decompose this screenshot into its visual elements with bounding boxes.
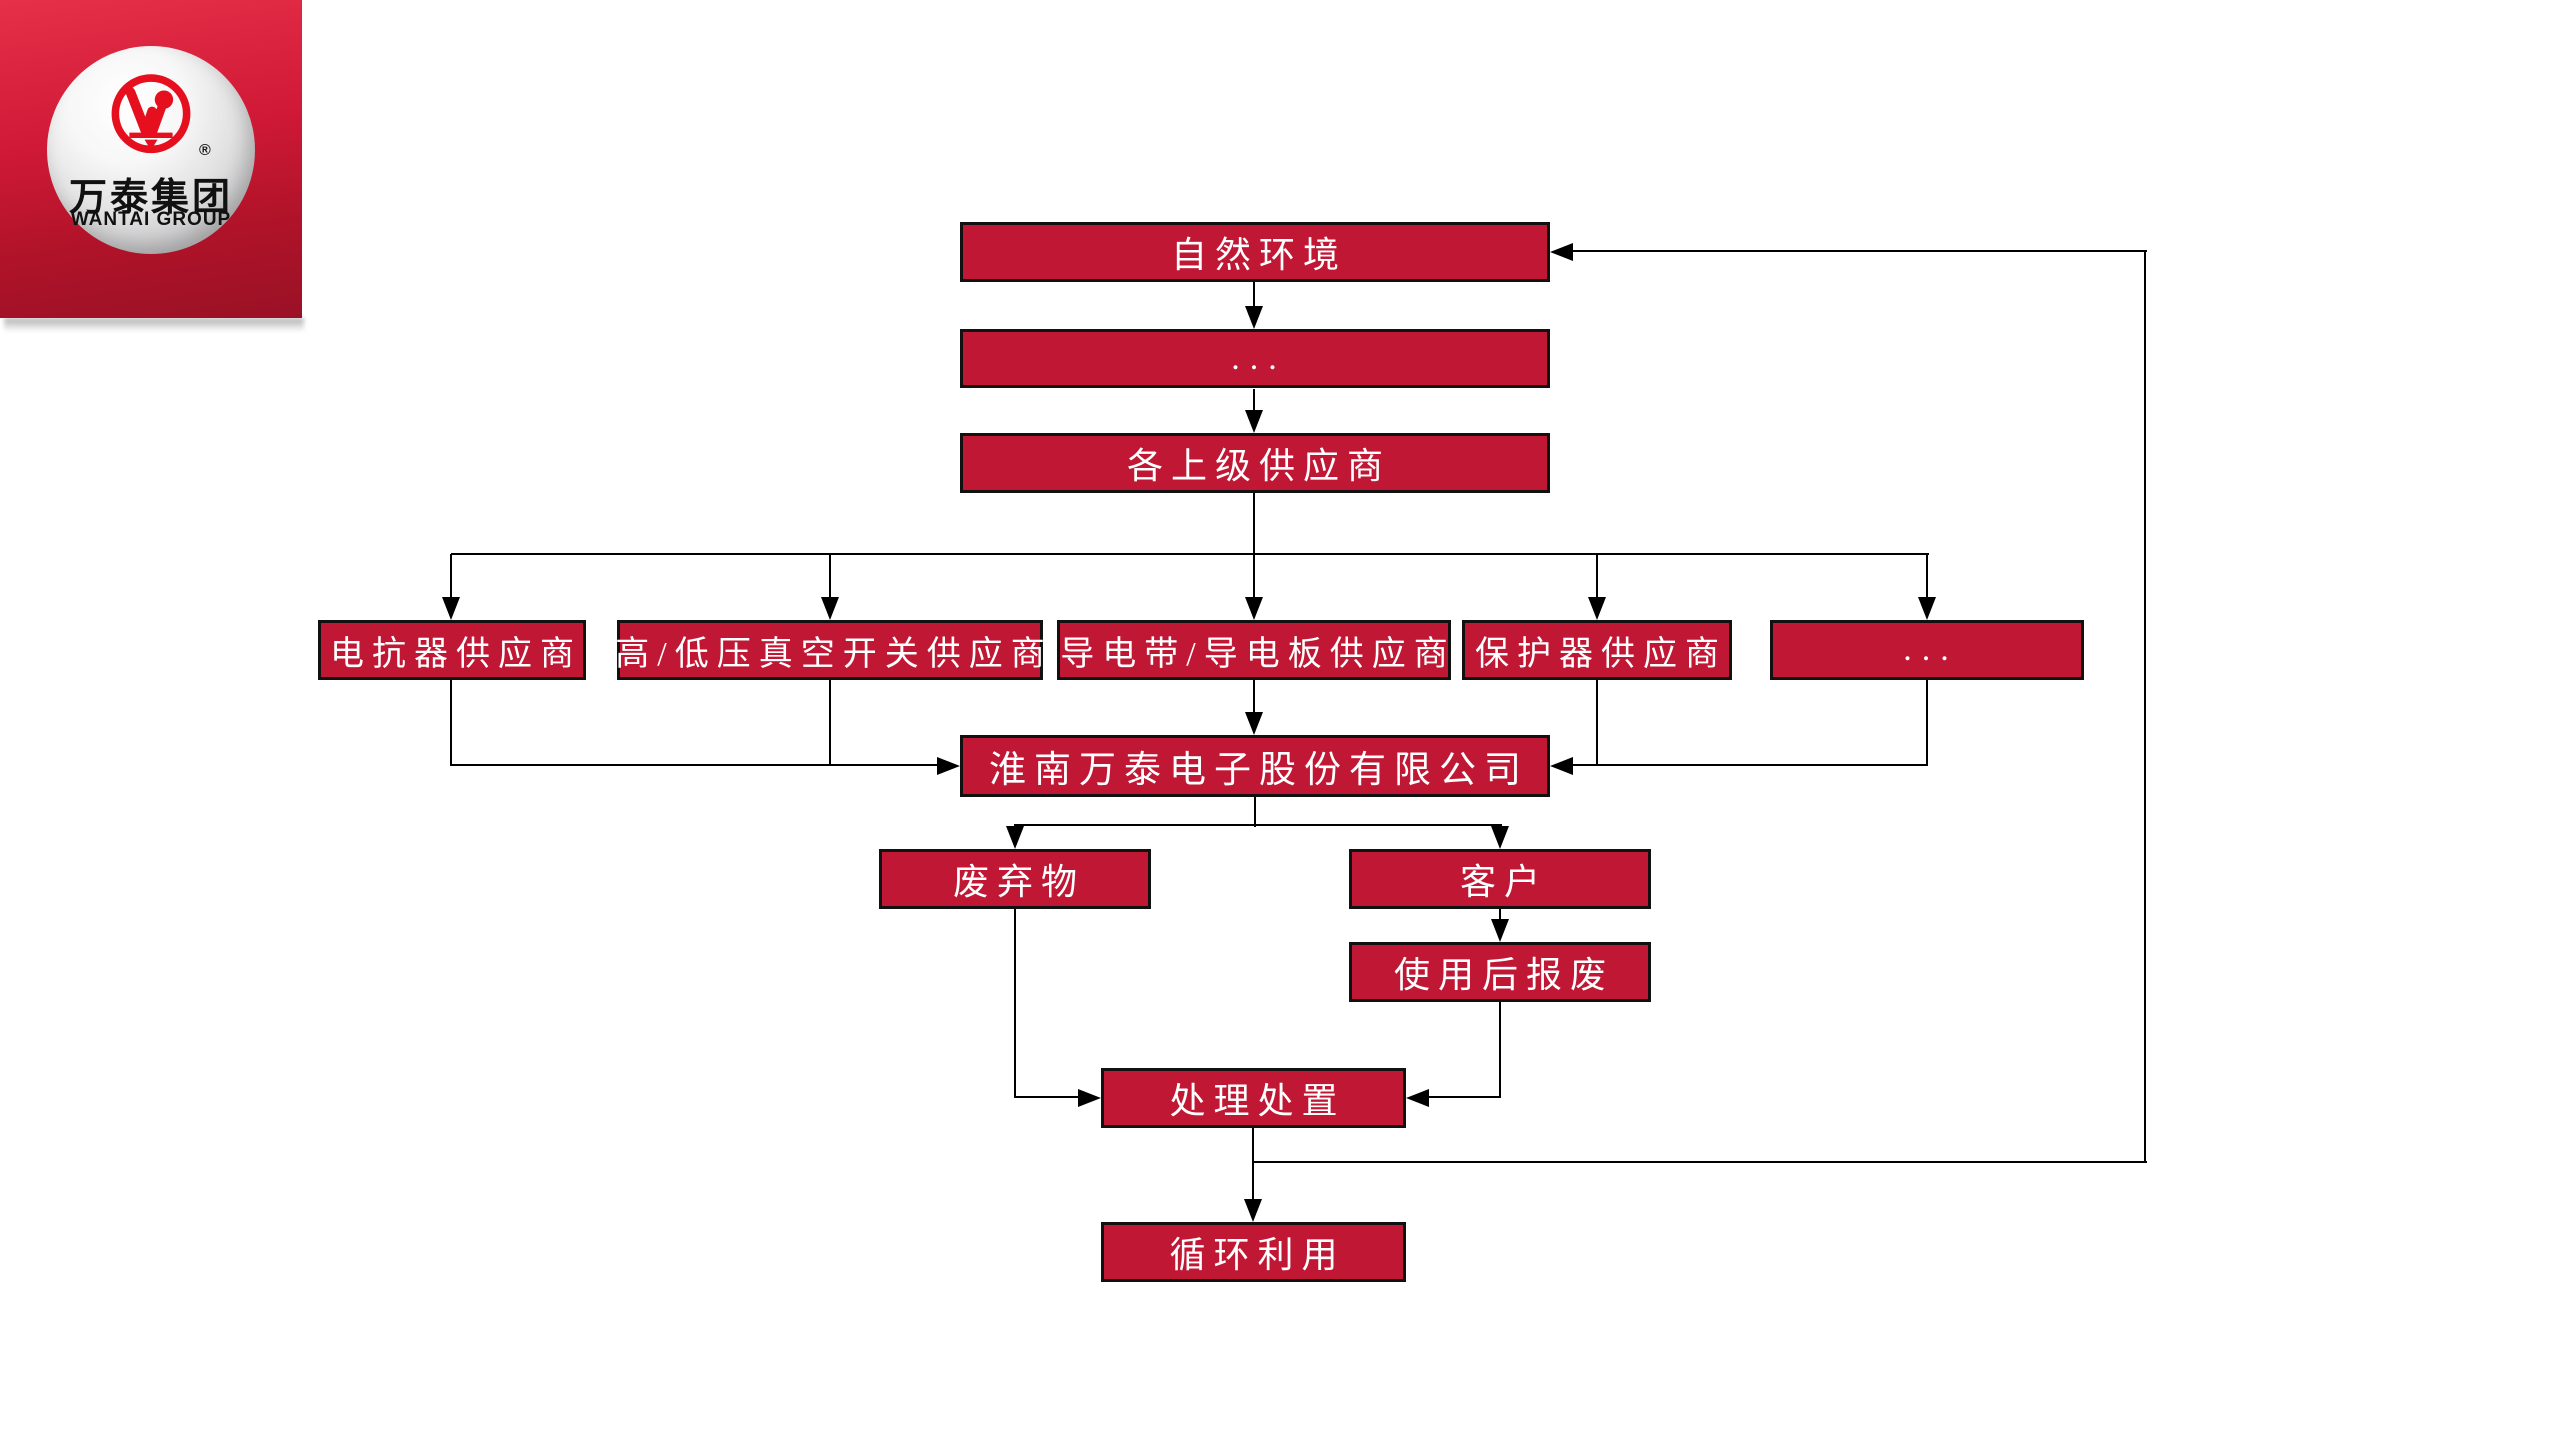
node-label: 电抗器供应商 xyxy=(330,635,582,673)
connector-line xyxy=(829,554,831,602)
connector-line xyxy=(451,764,940,766)
registered-mark: ® xyxy=(199,142,211,159)
node-label: 处理处置 xyxy=(1169,1081,1346,1121)
connector-line xyxy=(1015,1096,1081,1098)
arrowhead-down-icon xyxy=(1588,597,1606,620)
node-label: 使用后报废 xyxy=(1393,955,1614,995)
node-label: 废弃物 xyxy=(952,862,1085,902)
connector-line xyxy=(1253,554,1255,602)
connector-line xyxy=(829,680,831,766)
wantai-w-icon xyxy=(111,74,191,154)
arrowhead-left-icon xyxy=(1550,243,1573,261)
connector-line xyxy=(1570,250,2147,252)
node-waste: 废弃物 xyxy=(879,849,1151,909)
node-label: 各上级供应商 xyxy=(1126,446,1391,486)
arrowhead-down-icon xyxy=(1006,826,1024,849)
arrowhead-down-icon xyxy=(1244,1199,1262,1222)
node-recycling: 循环利用 xyxy=(1101,1222,1406,1282)
connector-line xyxy=(1253,389,1255,413)
arrowhead-left-icon xyxy=(1550,757,1573,775)
connector-line xyxy=(1253,680,1255,715)
node-reactor-supplier: 电抗器供应商 xyxy=(318,620,586,680)
connector-line xyxy=(1252,1128,1254,1202)
arrowhead-left-icon xyxy=(1406,1089,1429,1107)
node-label: 保护器供应商 xyxy=(1475,635,1727,673)
connector-line xyxy=(1253,282,1255,312)
arrowhead-down-icon xyxy=(821,597,839,620)
node-label: ... xyxy=(1231,339,1287,377)
arrowhead-down-icon xyxy=(1245,597,1263,620)
node-label: 客户 xyxy=(1459,862,1548,902)
connector-line xyxy=(1499,909,1501,922)
arrowhead-down-icon xyxy=(1245,410,1263,433)
logo-sphere: ® 万泰集团 WANTAI GROUP xyxy=(47,46,255,254)
connector-line xyxy=(1254,797,1256,827)
node-vacuum-switch-supplier: 高/低压真空开关供应商 xyxy=(615,620,1045,680)
arrowhead-down-icon xyxy=(1245,306,1263,329)
arrowhead-right-icon xyxy=(1078,1089,1101,1107)
connector-line xyxy=(1596,680,1598,766)
connector-line xyxy=(1014,909,1016,1098)
node-upper-tier-ellipsis: ... xyxy=(960,329,1550,388)
connector-line xyxy=(450,680,452,766)
node-customer: 客户 xyxy=(1349,849,1651,909)
connector-line xyxy=(1570,764,1928,766)
arrowhead-down-icon xyxy=(1918,597,1936,620)
connector-line xyxy=(1427,1096,1501,1098)
node-label: 淮南万泰电子股份有限公司 xyxy=(989,750,1529,791)
node-upper-suppliers: 各上级供应商 xyxy=(960,433,1550,493)
node-protector-supplier: 保护器供应商 xyxy=(1462,620,1732,680)
node-label: 导电带/导电板供应商 xyxy=(1060,635,1456,673)
arrowhead-down-icon xyxy=(1491,826,1509,849)
node-conductive-supplier: 导电带/导电板供应商 xyxy=(1057,620,1451,680)
connector-line xyxy=(1014,824,1502,826)
node-label: 高/低压真空开关供应商 xyxy=(615,635,1053,673)
connector-line xyxy=(1926,554,1928,602)
wantai-logo: ® 万泰集团 WANTAI GROUP xyxy=(0,0,302,318)
logo-shadow xyxy=(4,318,304,332)
arrowhead-down-icon xyxy=(1491,919,1509,942)
connector-line xyxy=(2144,252,2146,1163)
logo-company-name-en: WANTAI GROUP xyxy=(70,209,232,230)
connector-line xyxy=(1926,680,1928,766)
logo-company-name-cn: 万泰集团 xyxy=(68,177,233,219)
connector-line xyxy=(1253,493,1255,556)
node-natural-environment: 自然环境 xyxy=(960,222,1550,282)
connector-line xyxy=(1596,554,1598,602)
node-other-suppliers-ellipsis: ... xyxy=(1770,620,2084,680)
node-label: 自然环境 xyxy=(1170,235,1347,275)
connector-line xyxy=(451,553,1929,555)
node-scrap-after-use: 使用后报废 xyxy=(1349,942,1651,1002)
connector-line xyxy=(450,554,452,602)
arrowhead-right-icon xyxy=(937,757,960,775)
arrowhead-down-icon xyxy=(1245,712,1263,735)
node-treatment-disposal: 处理处置 xyxy=(1101,1068,1406,1128)
connector-line xyxy=(1499,1002,1501,1098)
arrowhead-down-icon xyxy=(442,597,460,620)
node-label: 循环利用 xyxy=(1169,1235,1346,1275)
connector-line xyxy=(1253,1161,2147,1163)
node-label: ... xyxy=(1903,631,1959,668)
node-company: 淮南万泰电子股份有限公司 xyxy=(960,735,1550,797)
